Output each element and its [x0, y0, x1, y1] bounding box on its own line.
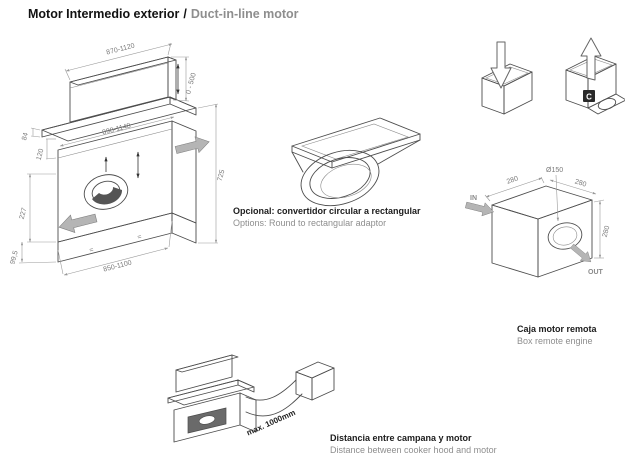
dim-lower-height-label: 227	[19, 207, 29, 220]
eq-mark-right: =	[137, 234, 143, 242]
adaptor-drawing	[291, 117, 421, 207]
adaptor-caption-es: Opcional: convertidor circular a rectang…	[233, 206, 421, 216]
c-plate: C	[583, 90, 595, 102]
port-in-label: IN	[470, 195, 477, 202]
remote-box-drawing: 280 Ø150 280 280 IN OUT	[465, 167, 612, 278]
vent-boxes-drawing: C	[481, 37, 625, 115]
distance-caption-en: Distance between cooker hood and motor	[330, 445, 497, 455]
motor-icon	[83, 174, 129, 210]
dim-panel-thickness-label: 84	[21, 132, 30, 141]
remote-box-caption-en: Box remote engine	[517, 336, 593, 346]
vent-box-c-label: C	[586, 93, 592, 102]
remote-box-caption-es: Caja motor remota	[517, 324, 597, 334]
in-arrow-icon	[465, 201, 495, 217]
downdraft-unit-drawing: 870-1120 0 - 500 84 898-1148 725 120 227	[9, 42, 227, 276]
dim-diameter-label: Ø150	[546, 167, 563, 174]
slide-left-arrow-icon	[58, 213, 98, 233]
page-title: Motor Intermedio exterior/Duct-in-line m…	[28, 7, 299, 21]
dim-bottom-width-label: 850-1100	[103, 259, 133, 273]
distance-caption-es: Distancia entre campana y motor	[330, 433, 472, 443]
dim-height-label: 725	[217, 169, 227, 182]
dim-body-width-label: 898-1148	[102, 122, 132, 136]
title-english: Duct-in-line motor	[190, 7, 299, 21]
title-separator: /	[183, 7, 187, 21]
dim-travel-label: 0 - 500	[185, 72, 197, 95]
out-arrow-icon	[570, 243, 592, 263]
max-distance-label: max. 1000mm	[245, 408, 297, 438]
airflow-down-arrow-icon	[490, 41, 512, 89]
port-out-label: OUT	[588, 269, 604, 276]
dim-depth-label: 280	[574, 179, 587, 189]
airflow-up-arrow-icon	[580, 37, 602, 81]
adaptor-caption-en: Options: Round to rectangular adaptor	[233, 218, 387, 228]
dim-width-label: 280	[506, 175, 519, 185]
slide-right-arrow-icon	[174, 136, 210, 154]
eq-mark-left: =	[89, 247, 95, 255]
dim-height280-label: 280	[602, 225, 612, 238]
dim-base-height-label: 99,5	[9, 250, 19, 265]
distance-diagram-drawing: max. 1000mm	[167, 354, 335, 443]
title-spanish: Motor Intermedio exterior	[28, 7, 180, 21]
dim-offset-label: 120	[36, 148, 46, 161]
